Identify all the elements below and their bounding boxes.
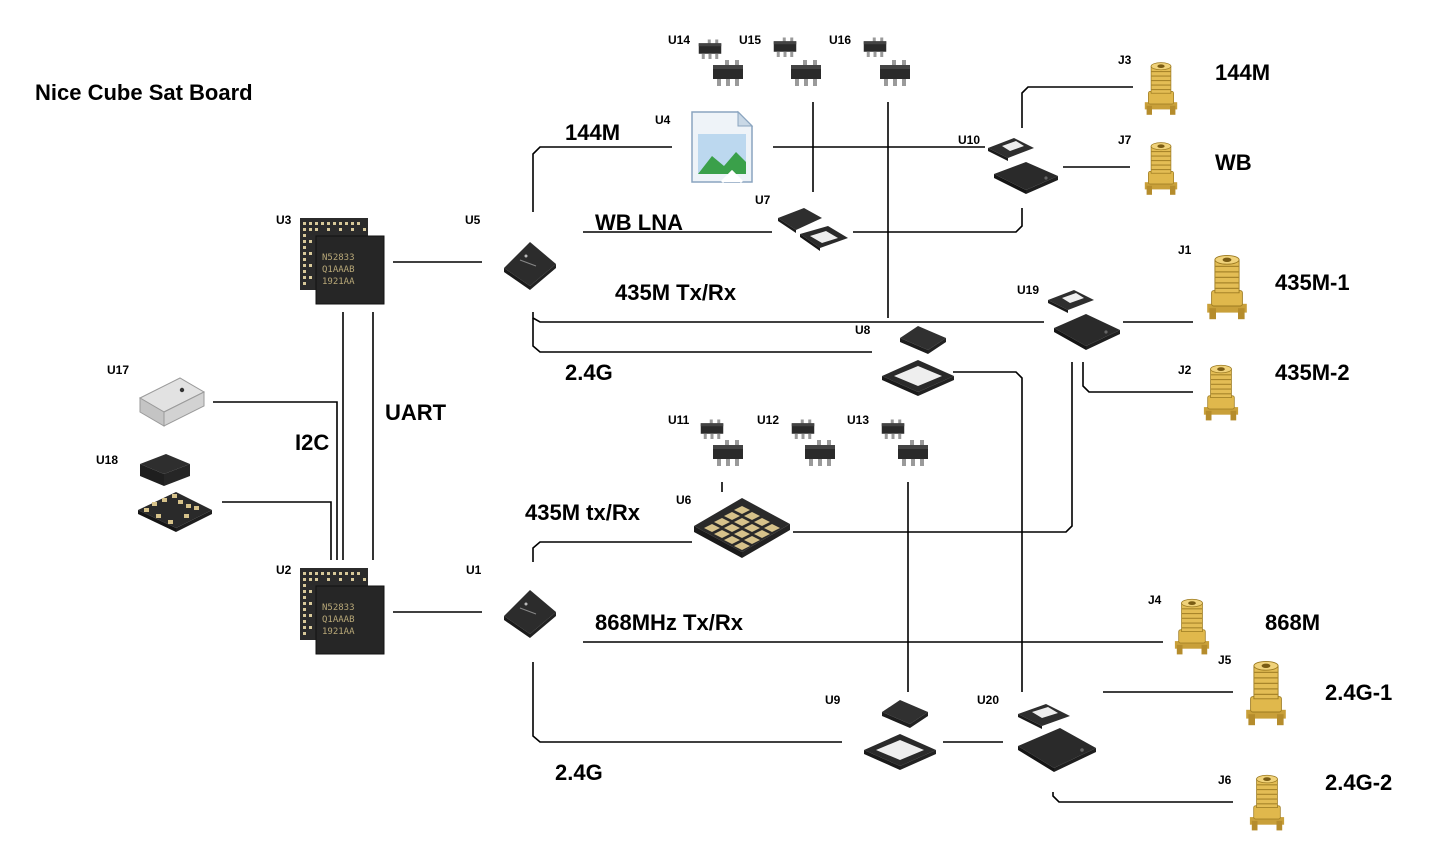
u20-switch-chip — [1018, 704, 1096, 772]
label-868mhz-txrx: 868MHz Tx/Rx — [595, 610, 744, 635]
u3-marking-line3: 1921AA — [322, 277, 355, 287]
u2-marking-line1: N52833 — [322, 603, 355, 613]
ref-j5: J5 — [1218, 653, 1232, 667]
ref-u13: U13 — [847, 413, 869, 427]
ref-u10: U10 — [958, 133, 980, 147]
u3-mcu-chip: N52833 Q1AAAB 1921AA — [300, 218, 385, 305]
ref-u11: U11 — [668, 413, 690, 427]
port-label-435m-2: 435M-2 — [1275, 360, 1350, 385]
ref-u19: U19 — [1017, 283, 1039, 297]
ref-u2: U2 — [276, 563, 292, 577]
u9-amplifier-chip — [864, 700, 936, 770]
u2-marking-line2: Q1AAAB — [322, 615, 355, 625]
label-435m-txrx: 435M Tx/Rx — [615, 280, 737, 305]
port-label-24g-1: 2.4G-1 — [1325, 680, 1392, 705]
port-label-24g-2: 2.4G-2 — [1325, 770, 1392, 795]
u15-sot-chip — [773, 37, 821, 86]
u19-switch-chip — [1048, 290, 1120, 350]
ref-u9: U9 — [825, 693, 841, 707]
broken-image-icon — [691, 110, 754, 184]
u5-transceiver-chip — [504, 242, 556, 290]
port-label-wb: WB — [1215, 150, 1252, 175]
ref-u20: U20 — [977, 693, 999, 707]
ref-u6: U6 — [676, 493, 692, 507]
wiring — [213, 86, 1233, 803]
ref-u1: U1 — [466, 563, 482, 577]
ref-j6: J6 — [1218, 773, 1232, 787]
ref-u16: U16 — [829, 33, 851, 47]
ref-j2: J2 — [1178, 363, 1192, 377]
u2-marking-line3: 1921AA — [322, 627, 355, 637]
u8-amplifier-chip — [882, 326, 954, 396]
u6-radio-module-chip — [694, 498, 790, 558]
u16-sot-chip — [863, 37, 910, 86]
u11-sot-chip — [700, 419, 743, 466]
j2-sma-connector-icon — [1203, 364, 1239, 421]
j3-sma-connector-icon — [1144, 62, 1178, 116]
u17-sensor-chip — [138, 377, 206, 427]
label-435m-txrx-lower: 435M tx/Rx — [525, 500, 641, 525]
j4-sma-connector-icon — [1174, 598, 1210, 655]
u2-mcu-chip: N52833 Q1AAAB 1921AA — [300, 568, 385, 655]
label-wb-lna: WB LNA — [595, 210, 683, 235]
label-i2c: I2C — [295, 430, 329, 455]
ref-j3: J3 — [1118, 53, 1132, 67]
u3-marking-line2: Q1AAAB — [322, 265, 355, 275]
ref-u18: U18 — [96, 453, 118, 467]
ref-u17: U17 — [107, 363, 129, 377]
ref-u8: U8 — [855, 323, 871, 337]
ref-u7: U7 — [755, 193, 771, 207]
diagram-title: Nice Cube Sat Board — [35, 80, 253, 105]
u10-switch-chip — [988, 138, 1058, 194]
j6-sma-connector-icon — [1249, 774, 1285, 831]
ref-u5: U5 — [465, 213, 481, 227]
port-label-868m: 868M — [1265, 610, 1320, 635]
j1-sma-connector-icon — [1206, 254, 1248, 320]
ref-u3: U3 — [276, 213, 292, 227]
u14-sot-chip — [698, 39, 743, 86]
port-label-435m-1: 435M-1 — [1275, 270, 1350, 295]
ref-j7: J7 — [1118, 133, 1132, 147]
ref-u4: U4 — [655, 113, 671, 127]
ref-u14: U14 — [668, 33, 690, 47]
u12-sot-chip — [791, 419, 835, 466]
ref-j4: J4 — [1148, 593, 1162, 607]
ref-u15: U15 — [739, 33, 761, 47]
u3-marking-line1: N52833 — [322, 253, 355, 263]
j5-sma-connector-icon — [1245, 660, 1287, 726]
j7-sma-connector-icon — [1144, 142, 1178, 196]
port-label-144m: 144M — [1215, 60, 1270, 85]
label-24g-top: 2.4G — [565, 360, 613, 385]
u13-sot-chip — [881, 419, 928, 466]
label-24g-bottom: 2.4G — [555, 760, 603, 785]
label-144m-link: 144M — [565, 120, 620, 145]
label-uart: UART — [385, 400, 447, 425]
u1-transceiver-chip — [504, 590, 556, 638]
u18-sensor-chip — [138, 454, 212, 532]
ref-j1: J1 — [1178, 243, 1192, 257]
ref-u12: U12 — [757, 413, 779, 427]
u7-lna-chip — [778, 208, 848, 251]
